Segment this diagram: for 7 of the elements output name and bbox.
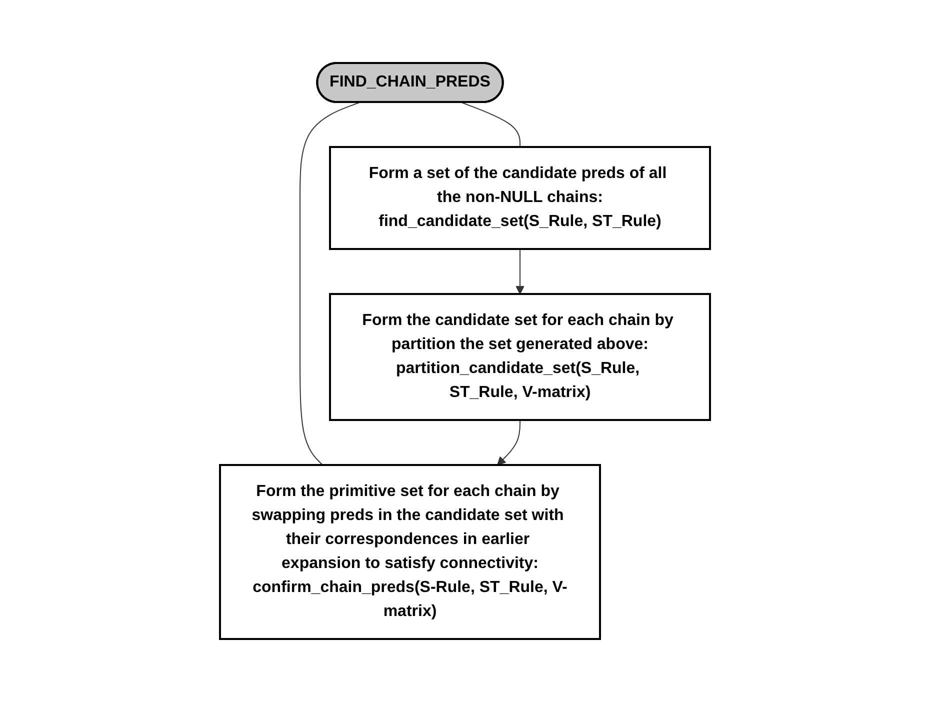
node-box: Form the candidate set for each chain by partition the set generated above: partition_candidate_set(S_Rule, ST_Rule, V-matrix) xyxy=(328,293,710,421)
node-box: Form the primitive set for each chain by swapping preds in the candidate set with their correspondences in earlier expansion to satisfy connectivity: confirm_chain_preds(S-Rule, ST_Rule, V-matrix) xyxy=(218,464,600,640)
connector xyxy=(460,102,520,148)
arrow xyxy=(496,420,520,466)
node-box: Form a set of the candidate preds of all the non-NULL chains: find_candidate_set(S_Rule, ST_Rule) xyxy=(328,146,710,250)
arrow xyxy=(515,248,524,294)
connector xyxy=(299,102,360,466)
